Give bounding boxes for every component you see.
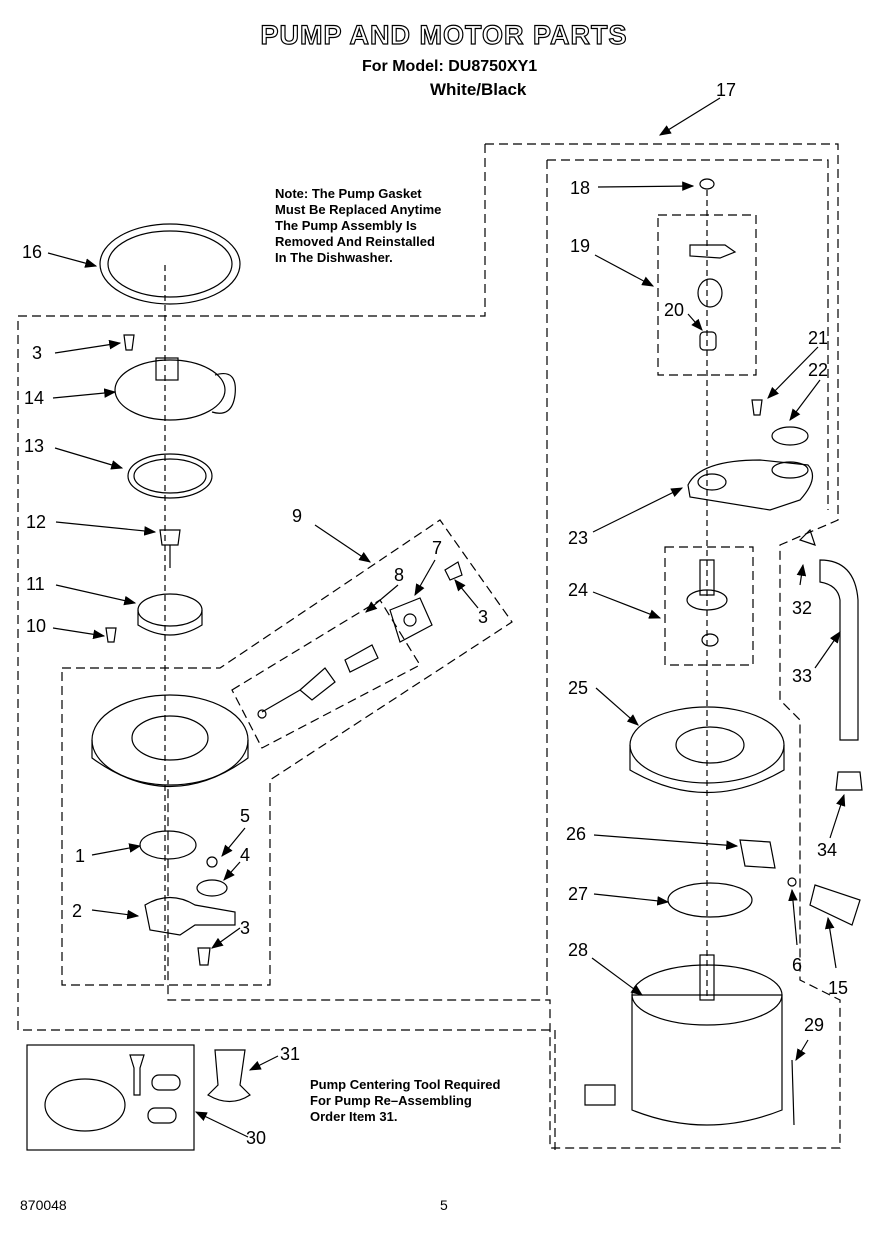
callout-5: 5 bbox=[240, 806, 251, 826]
doc-number: 870048 bbox=[20, 1197, 67, 1213]
gasket-note: Note: The Pump Gasket Must Be Replaced A… bbox=[275, 186, 442, 265]
part-18 bbox=[699, 178, 715, 190]
part-34 bbox=[835, 771, 863, 791]
callout-30: 30 bbox=[246, 1128, 267, 1148]
callout-7: 7 bbox=[432, 538, 443, 558]
callout-15: 15 bbox=[828, 978, 849, 998]
callout-26: 26 bbox=[566, 824, 587, 844]
part-14 bbox=[114, 359, 226, 421]
part-2 bbox=[144, 896, 236, 936]
part-10 bbox=[105, 627, 117, 643]
part-26 bbox=[739, 839, 776, 869]
part-23 bbox=[687, 459, 814, 511]
part-15 bbox=[809, 884, 861, 926]
callout-34: 34 bbox=[817, 840, 838, 860]
part-30-ring bbox=[44, 1078, 126, 1132]
callout-28: 28 bbox=[568, 940, 589, 960]
callout-25: 25 bbox=[568, 678, 589, 698]
part-3a bbox=[123, 334, 135, 351]
callout-12: 12 bbox=[26, 512, 47, 532]
callout-3b: 3 bbox=[478, 607, 489, 627]
callout-11: 11 bbox=[26, 574, 45, 594]
part-31 bbox=[207, 1049, 251, 1103]
callout-32: 32 bbox=[792, 598, 813, 618]
part-28 bbox=[631, 994, 783, 1126]
part-19a bbox=[689, 244, 737, 259]
frame-pump bbox=[61, 519, 513, 986]
part-11 bbox=[137, 593, 203, 627]
callout-3a: 3 bbox=[32, 343, 43, 363]
part-12 bbox=[159, 529, 181, 568]
callout-31: 31 bbox=[280, 1044, 301, 1064]
part-24 bbox=[686, 589, 728, 611]
part-20 bbox=[699, 331, 717, 351]
box-30 bbox=[26, 1044, 195, 1151]
callout-22: 22 bbox=[808, 360, 829, 380]
color-label: White/Black bbox=[430, 80, 527, 99]
part-5 bbox=[206, 856, 218, 868]
leader-lines bbox=[47, 97, 846, 1138]
frame-17 bbox=[167, 143, 841, 1149]
callout-14: 14 bbox=[24, 388, 45, 408]
frame-24 bbox=[664, 546, 754, 666]
part-4 bbox=[196, 879, 228, 897]
part-3b bbox=[444, 561, 463, 581]
frame-outer-left bbox=[17, 144, 556, 1150]
tool-note: Pump Centering Tool Required For Pump Re… bbox=[310, 1077, 501, 1124]
callout-18: 18 bbox=[570, 178, 591, 198]
part-21 bbox=[751, 399, 763, 416]
part-29 bbox=[791, 1059, 795, 1126]
callout-23: 23 bbox=[568, 528, 589, 548]
callout-4: 4 bbox=[240, 845, 251, 865]
page-title: PUMP AND MOTOR PARTS bbox=[260, 19, 628, 50]
part-8 bbox=[389, 597, 433, 643]
callout-20: 20 bbox=[664, 300, 685, 320]
callout-6: 6 bbox=[792, 955, 803, 975]
callout-21: 21 bbox=[808, 328, 829, 348]
part-27 bbox=[667, 882, 753, 918]
callout-16: 16 bbox=[22, 242, 43, 262]
callout-17: 17 bbox=[716, 80, 737, 100]
page-number: 5 bbox=[440, 1197, 448, 1213]
callout-29: 29 bbox=[804, 1015, 825, 1035]
callout-13: 13 bbox=[24, 436, 45, 456]
callout-1: 1 bbox=[75, 846, 86, 866]
callout-19: 19 bbox=[570, 236, 591, 256]
part-16 bbox=[99, 223, 241, 305]
callout-24: 24 bbox=[568, 580, 589, 600]
callout-2: 2 bbox=[72, 901, 83, 921]
frame-motor bbox=[547, 159, 829, 510]
frame-9 bbox=[231, 599, 421, 749]
callout-27: 27 bbox=[568, 884, 589, 904]
model-label: For Model: DU8750XY1 bbox=[362, 58, 538, 75]
part-13 bbox=[127, 453, 213, 499]
callout-8: 8 bbox=[394, 565, 405, 585]
callout-3c: 3 bbox=[240, 918, 251, 938]
part-6 bbox=[787, 877, 797, 887]
part-3c bbox=[197, 947, 211, 966]
pump-housing bbox=[91, 694, 249, 786]
part-24-shaft bbox=[699, 559, 715, 596]
callout-33: 33 bbox=[792, 666, 813, 686]
part-9 bbox=[261, 667, 336, 713]
part-32 bbox=[798, 528, 816, 546]
callout-10: 10 bbox=[26, 616, 47, 636]
part-19b bbox=[697, 278, 723, 308]
part-33 bbox=[819, 559, 859, 741]
part-22 bbox=[771, 426, 809, 446]
part-spring bbox=[344, 644, 379, 673]
assembly-frames bbox=[17, 143, 841, 1150]
callout-9: 9 bbox=[292, 506, 303, 526]
